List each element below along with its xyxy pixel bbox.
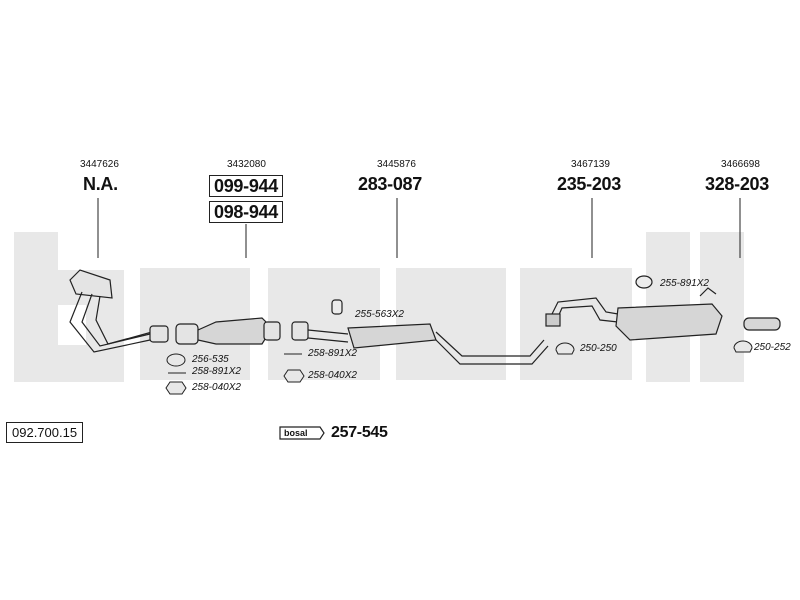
kit-brand: bosal [284, 428, 308, 438]
diagram-number: 092.700.15 [6, 422, 84, 443]
oem-number: 3432080 [227, 159, 266, 170]
oem-number: 3467139 [571, 159, 610, 170]
clamp-icon-2 [733, 340, 753, 353]
hardware-icons [165, 340, 753, 395]
nut-icon [165, 381, 187, 395]
oem-number: 3445876 [377, 159, 416, 170]
front-pipe-part [69, 269, 169, 353]
nut-label: 258-040X2 [192, 382, 241, 393]
clamp-label-rear-top: 255-891X2 [660, 278, 709, 289]
catalytic-converter-part [175, 317, 281, 345]
tail-pipe-part [743, 317, 781, 331]
middle-section-part [291, 299, 549, 365]
clamp-label-rear: 250-250 [580, 343, 617, 354]
part-code: N.A. [83, 174, 118, 194]
part-code: 099-944 [209, 175, 283, 197]
part-code-alt: 098-944 [209, 201, 283, 223]
spring-label-2: 258-891X2 [308, 348, 357, 359]
clamp-label-tail: 250-252 [754, 342, 791, 353]
oem-number: 3466698 [721, 159, 760, 170]
spring-label: 258-891X2 [192, 366, 241, 377]
kit-label: 257-545 [331, 424, 388, 441]
rear-muffler-part [615, 275, 723, 341]
nut-label-2: 258-040X2 [308, 370, 357, 381]
clamp-label: 255-563X2 [355, 309, 404, 320]
gasket-label: 256-535 [192, 354, 229, 365]
oem-number: 3447626 [80, 159, 119, 170]
clamp-icon [555, 342, 575, 355]
gasket-icon [166, 353, 186, 367]
nut-icon-2 [283, 369, 305, 383]
part-code: 283-087 [358, 174, 422, 194]
leader-lines [97, 198, 741, 258]
part-code: 328-203 [705, 174, 769, 194]
kit-logo-icon [279, 426, 325, 440]
rear-pipe-part [545, 297, 619, 327]
part-code: 235-203 [557, 174, 621, 194]
